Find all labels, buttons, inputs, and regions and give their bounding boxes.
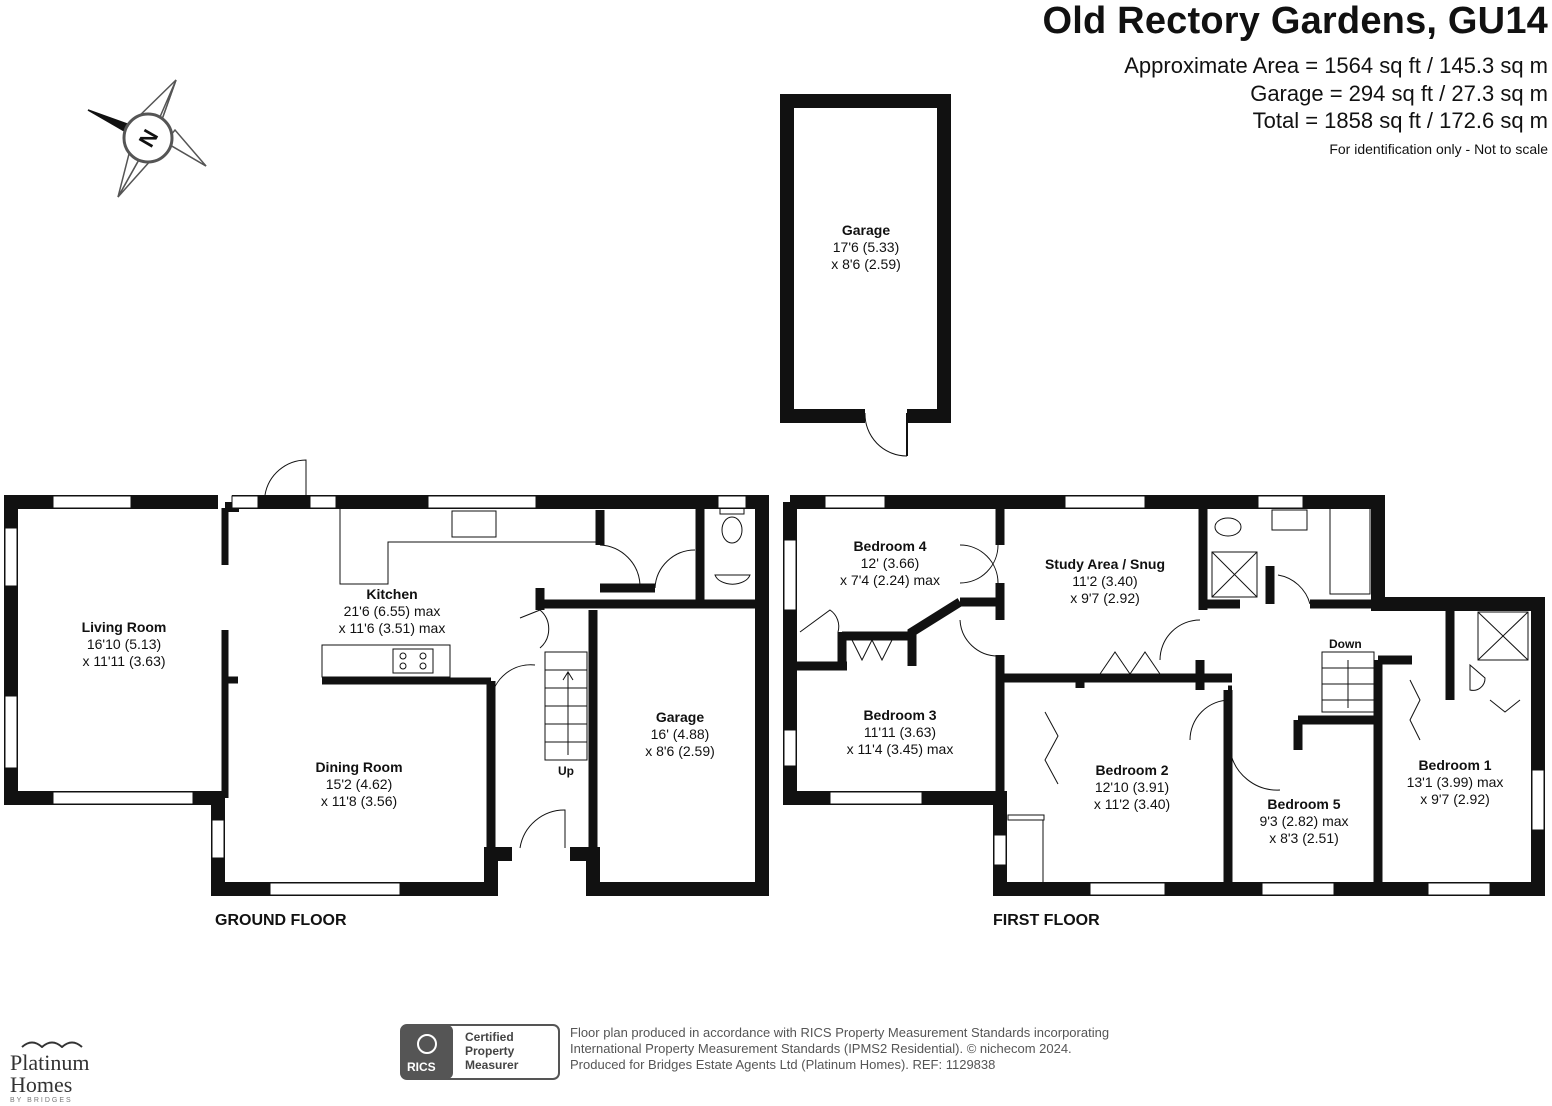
- room-name: Garage: [841, 222, 891, 238]
- room-dim: x 9'7 (2.92): [1420, 791, 1490, 807]
- ensuite-shower-icon: [1477, 611, 1529, 661]
- room-name: Dining Room: [315, 759, 403, 775]
- rics-badge-text: Certified Property Measurer: [465, 1030, 518, 1072]
- room-name: Bedroom 1: [1418, 757, 1492, 773]
- approx-area: Approximate Area = 1564 sq ft / 145.3 sq…: [1124, 53, 1548, 78]
- kitchen-island: [321, 644, 451, 678]
- brand-wave-icon: [21, 1041, 83, 1049]
- room-dim: x 11'2 (3.40): [1093, 796, 1171, 812]
- room-name: Living Room: [81, 619, 167, 635]
- footer-line: Produced for Bridges Estate Agents Ltd (…: [570, 1057, 996, 1072]
- bath-icon: [1329, 507, 1371, 595]
- room-dim: x 11'4 (3.45) max: [846, 741, 954, 757]
- room-bedroom-5: Bedroom 5 9'3 (2.82) max x 8'3 (2.51): [1259, 796, 1348, 847]
- room-dim: x 7'4 (2.24) max: [840, 572, 940, 588]
- hob-icon: [392, 648, 434, 674]
- platinum-homes-logo: Platinum Homes BY BRIDGES: [10, 1030, 90, 1106]
- room-dim: 15'2 (4.62): [325, 776, 393, 792]
- first-floor-windows: [783, 495, 1545, 896]
- room-name: Bedroom 3: [863, 707, 937, 723]
- room-bedroom-1: Bedroom 1 13'1 (3.99) max x 9'7 (2.92): [1407, 757, 1504, 808]
- rics-line: Measurer: [465, 1058, 519, 1072]
- room-dim: 21'6 (6.55) max: [343, 603, 441, 619]
- room-dim: 11'2 (3.40): [1072, 573, 1138, 589]
- stairs-first: [1321, 651, 1375, 713]
- room-bedroom-4: Bedroom 4 12' (3.66) x 7'4 (2.24) max: [840, 538, 940, 589]
- rics-crest-icon: [417, 1034, 437, 1054]
- brand-sub: BY BRIDGES: [10, 1097, 73, 1104]
- room-bedroom-2: Bedroom 2 12'10 (3.91) x 11'2 (3.40): [1094, 762, 1170, 813]
- ground-floor-windows: [4, 495, 747, 896]
- room-name: Bedroom 5: [1267, 796, 1341, 812]
- room-dim: 13'1 (3.99) max: [1406, 774, 1504, 790]
- room-kitchen: Kitchen 21'6 (6.55) max x 11'6 (3.51) ma…: [339, 586, 446, 637]
- first-floor-label: FIRST FLOOR: [993, 912, 1100, 929]
- room-dim: 12'10 (3.91): [1094, 779, 1170, 795]
- total-area: Total = 1858 sq ft / 172.6 sq m: [1252, 108, 1548, 133]
- room-dim: 17'6 (5.33): [832, 239, 900, 255]
- sink-icon: [451, 510, 497, 538]
- rics-badge: [400, 1024, 560, 1080]
- room-name: Bedroom 4: [853, 538, 927, 554]
- garage-area: Garage = 294 sq ft / 27.3 sq m: [1250, 81, 1548, 106]
- rics-line: Property: [465, 1044, 515, 1058]
- room-name: Garage: [655, 709, 705, 725]
- footer-line: International Property Measurement Stand…: [570, 1041, 1072, 1056]
- property-title: Old Rectory Gardens, GU14: [1042, 0, 1548, 42]
- room-dim: 12' (3.66): [860, 555, 920, 571]
- stairs-up-label: Up: [558, 764, 574, 778]
- rics-abbr: RICS: [407, 1060, 436, 1074]
- room-dim: 16' (4.88): [650, 726, 710, 742]
- first-floor-inner: [797, 507, 1529, 889]
- room-name: Bedroom 2: [1095, 762, 1169, 778]
- room-name: Study Area / Snug: [1044, 556, 1166, 572]
- room-dim: x 8'6 (2.59): [831, 256, 901, 272]
- shower-icon: [1211, 551, 1258, 598]
- brand-line: Homes: [10, 1072, 73, 1097]
- ground-floor-walls: [4, 495, 769, 896]
- room-living-room: Living Room 16'10 (5.13) x 11'11 (3.63): [82, 619, 167, 670]
- ground-floor-inner: [221, 459, 762, 860]
- room-dim: 16'10 (5.13): [86, 636, 162, 652]
- scale-note: For identification only - Not to scale: [1329, 141, 1548, 157]
- room-dim: x 8'6 (2.59): [645, 743, 715, 759]
- room-dim: x 11'11 (3.63): [82, 653, 166, 669]
- room-dim: x 11'8 (3.56): [320, 793, 398, 809]
- compass-icon: N: [87, 79, 207, 198]
- room-name: Kitchen: [366, 586, 418, 602]
- garage-detached: [780, 94, 951, 457]
- room-dim: 9'3 (2.82) max: [1259, 813, 1349, 829]
- room-dim: 11'11 (3.63): [863, 724, 937, 740]
- stairs-down-label: Down: [1329, 637, 1362, 651]
- room-garage-integral: Garage 16' (4.88) x 8'6 (2.59): [645, 709, 715, 760]
- room-bedroom-3: Bedroom 3 11'11 (3.63) x 11'4 (3.45) max: [847, 707, 954, 758]
- brand-line: Platinum: [10, 1050, 90, 1075]
- room-dim: x 8'3 (2.51): [1269, 830, 1339, 846]
- rics-line: Certified: [465, 1030, 514, 1044]
- room-garage-detached: Garage 17'6 (5.33) x 8'6 (2.59): [831, 222, 901, 273]
- room-dim: x 9'7 (2.92): [1070, 590, 1140, 606]
- footer-note: Floor plan produced in accordance with R…: [570, 1025, 1109, 1073]
- room-dining-room: Dining Room 15'2 (4.62) x 11'8 (3.56): [315, 759, 402, 810]
- room-dim: x 11'6 (3.51) max: [338, 620, 446, 636]
- footer-line: Floor plan produced in accordance with R…: [570, 1025, 1110, 1040]
- room-study: Study Area / Snug 11'2 (3.40) x 9'7 (2.9…: [1045, 556, 1165, 607]
- ground-floor-label: GROUND FLOOR: [215, 912, 347, 929]
